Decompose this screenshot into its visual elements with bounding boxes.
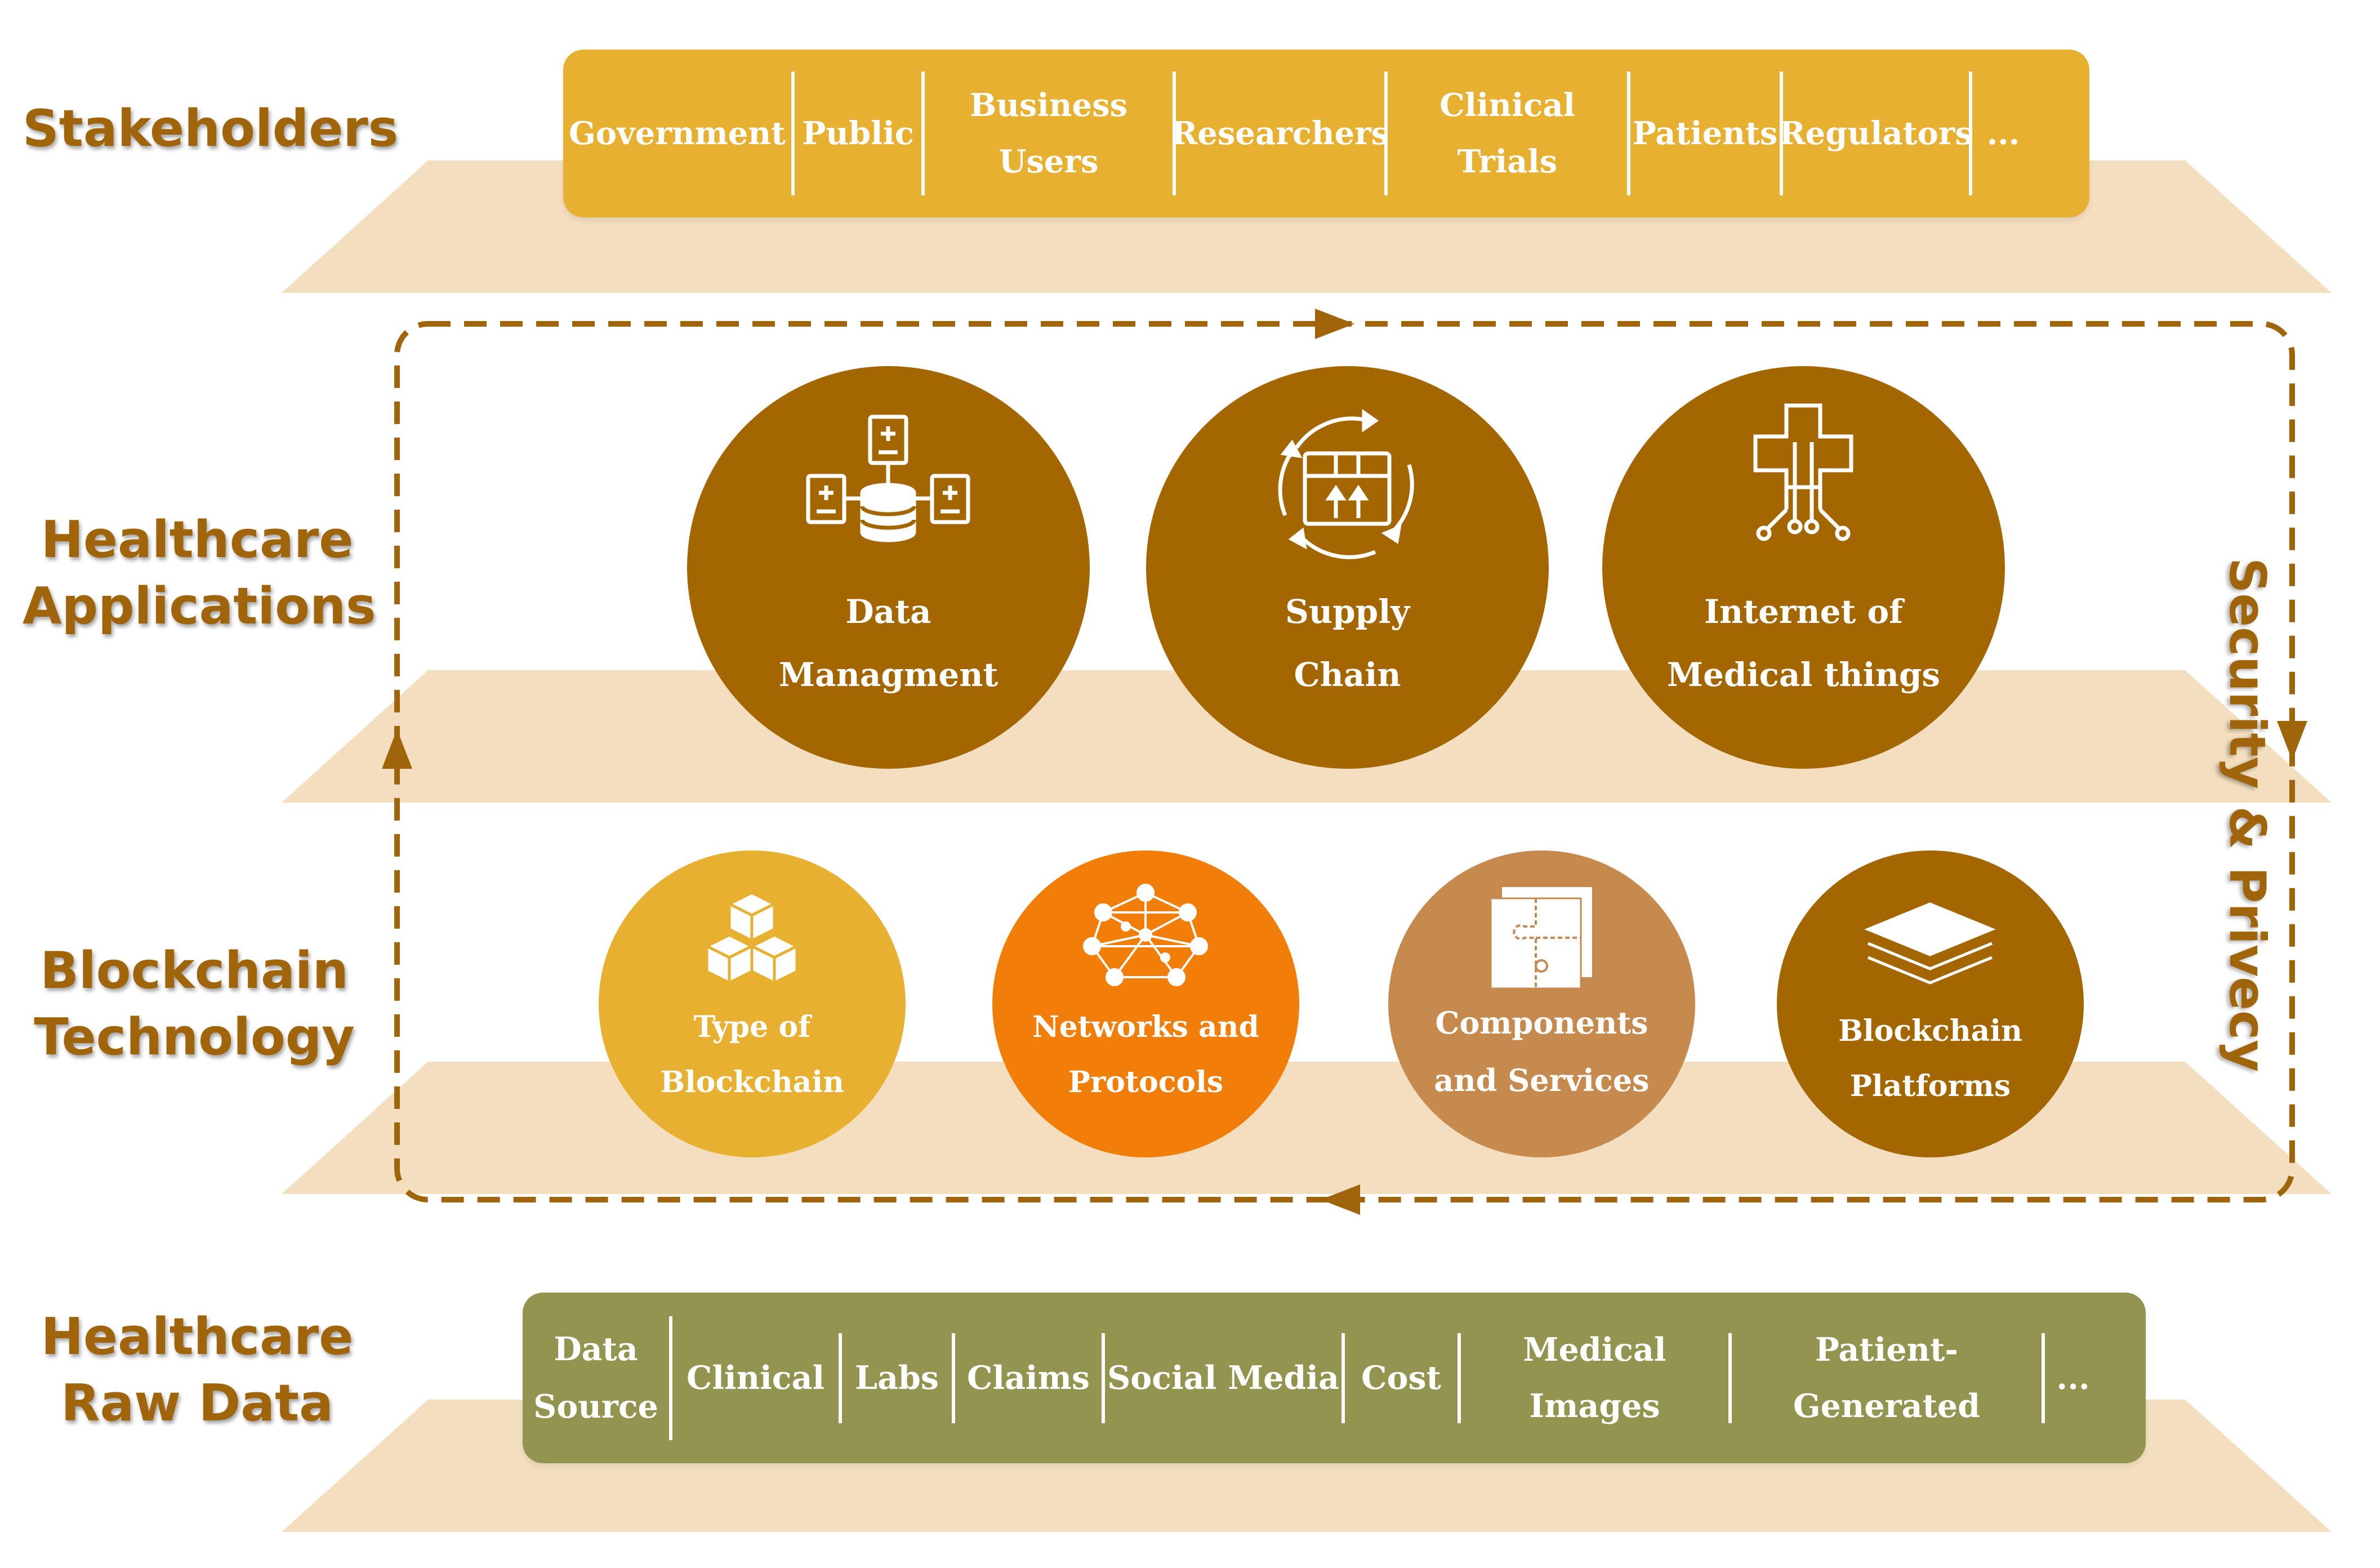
security-privacy-label: Security & Privecy — [2218, 558, 2276, 1072]
stakeholder-regulators: Regulators — [1779, 115, 1973, 152]
medical-cross-circuit-icon — [1753, 403, 1853, 541]
divider — [952, 1333, 955, 1423]
divider — [1384, 72, 1388, 195]
raw-data-claims: Claims — [966, 1358, 1090, 1397]
tech-label: Blockchain Platforms — [1838, 1014, 2022, 1103]
layer-label-raw-data: Healthcare Raw Data — [41, 1307, 354, 1433]
puzzle-pieces-icon — [1490, 887, 1592, 988]
stakeholder-government: Government — [568, 115, 786, 152]
stakeholder-public: Public — [802, 115, 914, 152]
layer-label-stakeholders: Stakeholders — [23, 99, 399, 158]
tech-networks-and-protocols: Networks and Protocols — [992, 850, 1299, 1157]
raw-data-social-media: Social Media — [1107, 1358, 1339, 1397]
stakeholder-researchers: Researchers — [1171, 115, 1389, 152]
arrow-up-icon — [382, 729, 412, 769]
arrow-right-icon — [1315, 309, 1354, 339]
divider — [1173, 72, 1176, 195]
package-cycle-icon — [1278, 409, 1414, 559]
stakeholder-business-users: Business Users — [969, 87, 1128, 180]
divider — [1627, 72, 1630, 195]
tech-label: Type of Blockchain — [660, 1010, 844, 1099]
arrow-down-icon — [2277, 721, 2307, 760]
stakeholder-more: ... — [1986, 115, 2020, 152]
database-records-icon — [806, 415, 970, 542]
divider — [1341, 1333, 1345, 1423]
raw-data-bar: Data Source Clinical Labs Claims Social … — [523, 1293, 2146, 1463]
raw-data-medical-images: Medical Images — [1523, 1330, 1666, 1425]
layer-label-blockchain: Blockchain Technology — [34, 941, 355, 1067]
raw-data-more: ... — [2056, 1358, 2090, 1397]
tech-type-of-blockchain: Type of Blockchain — [599, 850, 906, 1157]
divider — [791, 72, 795, 195]
stakeholders-bar: Government Public Business Users Researc… — [563, 50, 2089, 217]
app-internet-of-medical-things: Internet of Medical things — [1602, 366, 2005, 769]
divider — [839, 1333, 842, 1423]
layers-icon — [1864, 902, 1996, 985]
raw-data-labs: Labs — [855, 1358, 939, 1397]
tech-blockchain-platforms: Blockchain Platforms — [1777, 850, 2084, 1157]
divider — [1969, 72, 1972, 195]
divider — [1102, 1333, 1105, 1423]
divider — [2042, 1333, 2045, 1423]
tech-label: Components and Services — [1434, 1005, 1650, 1098]
stakeholder-clinical-trials: Clinical Trials — [1439, 87, 1575, 180]
arrow-left-icon — [1321, 1184, 1360, 1215]
app-supply-chain: Supply Chain — [1146, 366, 1549, 769]
tech-label: Networks and Protocols — [1032, 1010, 1259, 1099]
raw-data-source: Data Source — [533, 1330, 658, 1426]
app-label: Supply Chain — [1285, 593, 1410, 694]
raw-data-patient-generated: Patient-Generated — [1793, 1330, 1981, 1425]
stakeholder-patients: Patients — [1632, 115, 1778, 152]
divider — [1780, 72, 1783, 195]
raw-data-clinical: Clinical — [686, 1358, 825, 1397]
divider — [1728, 1333, 1732, 1423]
stacked-cubes-icon — [703, 891, 800, 986]
app-label: Internet of Medical things — [1666, 593, 1941, 694]
divider — [921, 72, 925, 195]
tech-components-and-services: Components and Services — [1388, 850, 1695, 1157]
network-nodes-icon — [1083, 884, 1208, 986]
app-data-management: Data Managment — [687, 366, 1090, 769]
layer-label-applications: Healthcare Applications — [23, 510, 376, 636]
raw-data-cost: Cost — [1361, 1358, 1441, 1397]
app-label: Data Managment — [778, 593, 999, 694]
divider — [1458, 1333, 1461, 1423]
divider — [669, 1316, 672, 1440]
